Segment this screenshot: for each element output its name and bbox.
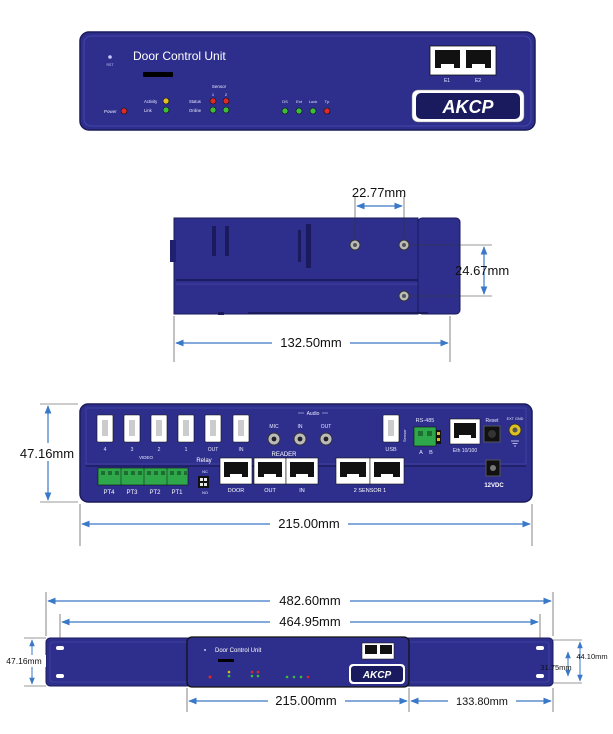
sensor-ch2-label: 2 (225, 92, 228, 97)
pt3-label: PT3 (126, 490, 138, 496)
eth-label: Eth 10/100 (453, 448, 477, 454)
dim-464-95: 464.95mm (279, 614, 340, 629)
rack-slot-icon (56, 674, 64, 678)
sensor-ports (335, 457, 405, 485)
rs485-a-label: A (419, 450, 423, 456)
dim-133-80: 133.80mm (456, 696, 508, 708)
card-slot (143, 72, 173, 77)
lock-label: Lock (309, 99, 317, 104)
status-label: Status (189, 99, 201, 104)
rack-slot-icon (536, 674, 544, 678)
front-panel: RST Door Control Unit Power Activity Lin… (79, 31, 536, 131)
sensor-ports-label: 2 SENSOR 1 (354, 488, 386, 494)
e2-label: E2 (475, 78, 481, 84)
nc-label: NC (202, 469, 208, 474)
relay-label: Relay (196, 458, 211, 464)
dim-47-16: 47.16mm (20, 446, 74, 461)
svg-text:RST: RST (107, 63, 115, 67)
usb-label: USB (385, 447, 397, 453)
front-title: Door Control Unit (133, 49, 226, 63)
rack-unit-title: Door Control Unit (215, 648, 262, 654)
activity-label: Activity (144, 99, 158, 104)
video-label: VIDEO (139, 455, 154, 460)
ground-icon (511, 440, 519, 447)
rack-slot-icon (536, 646, 544, 650)
out-label: OUT (208, 447, 219, 453)
rs485-b-label: B (429, 450, 433, 456)
reset-label: Reset (485, 418, 499, 424)
in-label: IN (239, 447, 244, 453)
video-usb-ports (96, 414, 250, 443)
sensor1-status-led (209, 97, 217, 105)
rear-panel: 4 3 2 1 VIDEO OUT IN Audio MIC IN OUT US… (18, 403, 533, 546)
video1-label: 1 (185, 447, 188, 453)
dim-44-10: 44.10mm (576, 652, 607, 661)
audio-out-label: OUT (321, 424, 332, 430)
dim-22-77: 22.77mm (352, 185, 406, 200)
tp-led (323, 107, 331, 115)
lock-led (309, 107, 317, 115)
no-label: NO (202, 490, 208, 495)
pt1-label: PT1 (171, 490, 183, 496)
reader-label: READER (271, 452, 297, 458)
dim-24-67: 24.67mm (455, 263, 509, 278)
ext-label: Ext (296, 99, 303, 104)
video2-label: 2 (158, 447, 161, 453)
reader-out-label: OUT (264, 488, 276, 494)
pinhole-icon (108, 55, 112, 59)
door-label: DOOR (228, 488, 245, 494)
sensor-ch1-label: 1 (212, 92, 215, 97)
dim-rack-215-00: 215.00mm (275, 693, 336, 708)
audio-label: Audio (307, 411, 320, 417)
link-label: Link (144, 108, 153, 113)
e1-label: E1 (444, 78, 450, 84)
link-led (162, 106, 170, 114)
pt-terminals (97, 467, 189, 486)
audio-in-label: IN (298, 424, 303, 430)
12vdc-label: 12VDC (484, 483, 504, 489)
rack-slot-icon (56, 646, 64, 650)
sensor2-online-led (222, 106, 230, 114)
ext-led (295, 107, 303, 115)
video3-label: 3 (131, 447, 134, 453)
side-view: 22.77mm 24.67mm 132.50mm (170, 185, 509, 362)
mic-label: MIC (269, 424, 279, 430)
rack-view: Door Control Unit AKCP 482.60mm 464.95mm… (4, 592, 608, 712)
pt4-label: PT4 (103, 490, 115, 496)
video4-label: 4 (104, 447, 107, 453)
sensor-label: Sensor (212, 84, 227, 89)
reader-in-label: IN (299, 488, 305, 494)
ext-gnd-label: EXT GND (507, 417, 524, 421)
dim-215-00: 215.00mm (278, 516, 339, 531)
sensor2-status-led (222, 97, 230, 105)
dim-482-60: 482.60mm (279, 593, 340, 608)
sensor1-online-led (209, 106, 217, 114)
rs485-label: RS-485 (416, 418, 435, 424)
dim-rack-47-16: 47.16mm (6, 656, 41, 666)
relay-terminal (198, 476, 209, 488)
ds-label: DS (282, 99, 288, 104)
brand-text: AKCP (441, 97, 494, 117)
rack-brand-text: AKCP (362, 670, 392, 681)
tp-label: Tp (325, 99, 330, 104)
eth2-port-icon (466, 50, 491, 68)
online-label: Online (189, 108, 202, 113)
eth1-port-icon (435, 50, 460, 68)
pt2-label: PT2 (149, 490, 161, 496)
power-led (120, 107, 128, 115)
activity-led (162, 97, 170, 105)
dim-132-50: 132.50mm (280, 335, 341, 350)
reader-ports (219, 457, 319, 485)
ds-led (281, 107, 289, 115)
rs485-terminal (413, 426, 437, 447)
power-label: Power (104, 109, 117, 114)
vertical-sensor-label: Sensor (402, 429, 407, 442)
dim-31-75: 31.75mm (540, 663, 571, 672)
